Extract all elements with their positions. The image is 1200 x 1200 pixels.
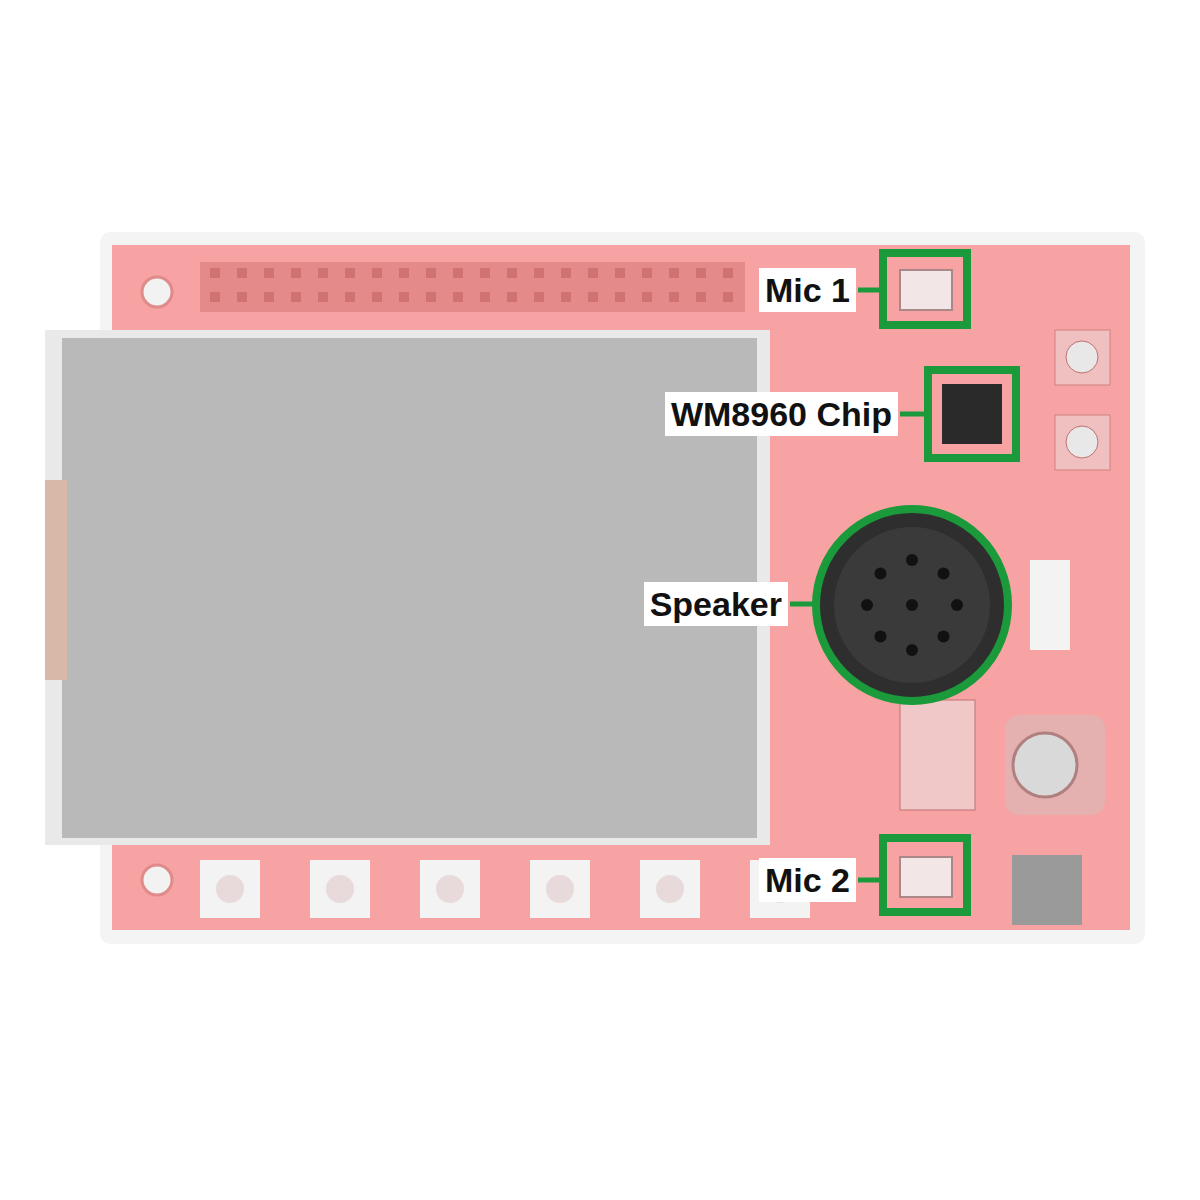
callout-label: Speaker	[644, 582, 788, 626]
callout-label: Mic 1	[759, 268, 856, 312]
callout-label: WM8960 Chip	[665, 392, 898, 436]
callout-label: Mic 2	[759, 858, 856, 902]
